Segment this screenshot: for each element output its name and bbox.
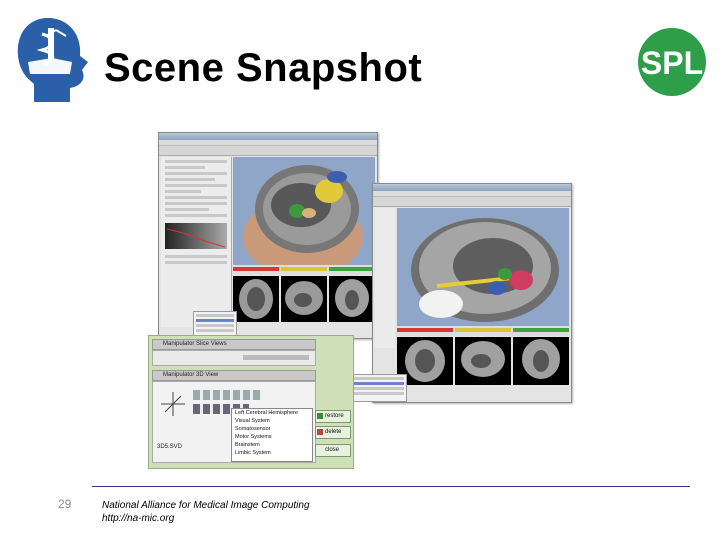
slice-view-sagittal (281, 276, 327, 322)
panel-row (165, 208, 209, 211)
manipulator-3d-view-header[interactable]: Manipulator 3D View (152, 370, 316, 381)
histogram-plot (165, 223, 227, 249)
spl-logo-text: SPL (641, 45, 703, 81)
panel-row (165, 190, 201, 193)
panel-row (165, 202, 227, 205)
manipulator-slice-views-label: Manipulator Slice Views (163, 341, 227, 347)
popup-menu-row[interactable] (196, 319, 234, 322)
popup-menu-row[interactable] (196, 324, 234, 327)
manipulator-slice-views-header[interactable]: Manipulator Slice Views (152, 339, 316, 350)
slice-views-slider[interactable] (243, 355, 309, 360)
popup-menu-row[interactable] (336, 377, 404, 380)
delete-icon (317, 429, 323, 435)
histogram-curve-icon (166, 228, 226, 248)
window-menubar (159, 140, 377, 146)
3d-view-back (233, 157, 375, 265)
dropdown-item[interactable]: Brainstem (235, 442, 260, 448)
popup-menu-row[interactable] (196, 329, 234, 332)
module-panel (375, 208, 395, 348)
window-menubar (373, 191, 571, 197)
restore-button-label: restore (325, 413, 344, 419)
slicer-window-back (158, 132, 378, 339)
slice-view-coronal (513, 337, 569, 385)
window-toolbar (373, 197, 571, 207)
dropdown-item[interactable]: Limbic System (235, 450, 271, 456)
dropdown-item[interactable]: Left Cerebral Hemisphere (235, 410, 298, 416)
restore-button[interactable]: restore (315, 410, 351, 423)
status-text: 3D5.SVD (157, 444, 183, 450)
window-toolbar (159, 146, 377, 156)
popup-menu-row[interactable] (196, 314, 234, 317)
slice-views-toolbar (152, 350, 316, 366)
panel-row (165, 160, 227, 163)
green-slice-bar (513, 328, 569, 332)
slice-view-coronal (329, 276, 375, 322)
window-titlebar (159, 133, 377, 140)
panel-row (165, 166, 205, 169)
panel-row (165, 178, 215, 181)
footer-organization: National Alliance for Medical Image Comp… (102, 500, 310, 511)
module-panel (161, 157, 232, 327)
slice-view-axial (233, 276, 279, 322)
spl-logo: SPL (632, 26, 712, 98)
panel-row (165, 184, 227, 187)
toolbar-icon-row[interactable] (193, 390, 263, 400)
panel-row (165, 172, 227, 175)
structure-dropdown-list[interactable]: Left Cerebral Hemisphere Visual System S… (231, 408, 313, 462)
toolbar-icon-row[interactable] (193, 404, 249, 414)
popup-menu-row[interactable] (336, 392, 404, 395)
popup-menu-row[interactable] (336, 382, 404, 385)
yellow-slice-bar (455, 328, 511, 332)
restore-icon (317, 413, 323, 419)
slice-color-bars (397, 326, 569, 336)
red-slice-bar (233, 267, 279, 271)
small-popup-menu[interactable] (193, 311, 237, 337)
panel-row (165, 255, 227, 258)
slicer-window-front (333, 183, 572, 403)
manipulator-3d-view-label: Manipulator 3D View (163, 372, 219, 378)
footer-url: http://na-mic.org (102, 513, 175, 524)
panel-row (165, 261, 227, 264)
yellow-slice-bar (281, 267, 327, 271)
popup-menu-row[interactable] (336, 387, 404, 390)
delete-button[interactable]: delete (315, 426, 351, 439)
green-slice-bar (329, 267, 375, 271)
close-button[interactable]: close (315, 444, 351, 457)
3d-view-front (397, 208, 569, 326)
slice-view-sagittal (455, 337, 511, 385)
axes-widget-icon[interactable] (159, 390, 187, 418)
dropdown-item[interactable]: Somatosensor (235, 426, 271, 432)
panel-row (165, 196, 227, 199)
panel-row (165, 214, 227, 217)
close-button-label: close (325, 447, 340, 453)
slide-title: Scene Snapshot (104, 46, 423, 90)
slicer-head-logo-icon (17, 18, 88, 102)
side-button-column: restore delete close (315, 408, 351, 460)
delete-button-label: delete (325, 429, 342, 435)
footer-rule (92, 486, 690, 487)
slice-color-bars (233, 265, 375, 275)
dropdown-item[interactable]: Visual System (235, 418, 270, 424)
red-slice-bar (397, 328, 453, 332)
window-titlebar (373, 184, 571, 191)
page-number: 29 (58, 497, 72, 511)
dropdown-item[interactable]: Motor Systems (235, 434, 272, 440)
manipulator-panel-window: Manipulator Slice Views Manipulator 3D V… (148, 335, 354, 469)
